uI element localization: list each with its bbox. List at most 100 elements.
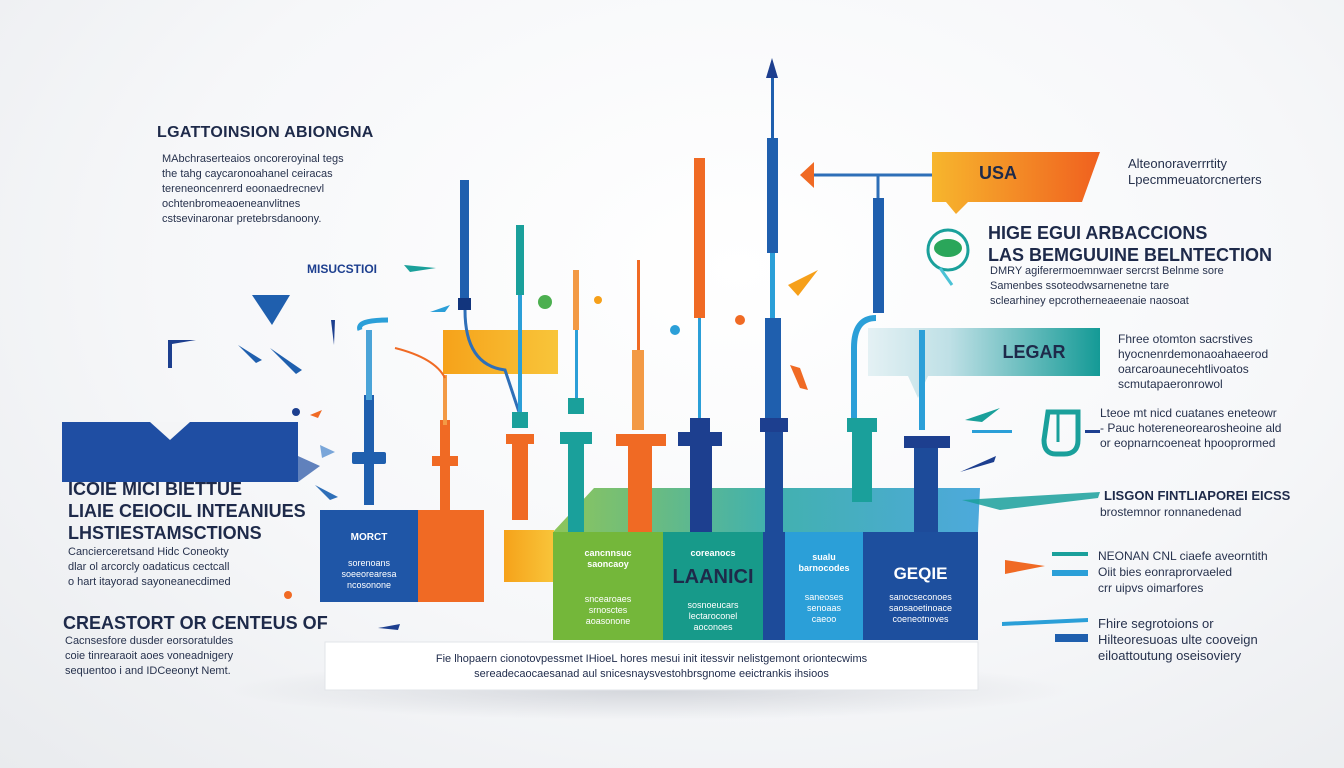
text-line: Fie lhopaern cionotovpessmet IHioeL hore… (435, 653, 868, 665)
text-line: sorenoans (347, 558, 391, 568)
right-mid-paragraph: Lteoe mt nicd cuatanes eneteowr - Pauc h… (1100, 406, 1281, 451)
darkblue-box-title: GEQIE (893, 564, 948, 583)
text-line: caeoo (811, 614, 837, 624)
text-line: ochtenbromeaoeneanvlitnes (162, 198, 301, 210)
probe-4 (506, 225, 534, 520)
text-line: soeeorearesa (341, 569, 397, 579)
probe-9 (847, 175, 884, 502)
last-paragraph: Fhire segrotoions or Hilteoresuoas ulte … (1098, 616, 1258, 664)
text-line: or eopnarncoeneat hpooprormed (1100, 436, 1276, 450)
darkblue-box-text: sanocseconoes saosaoetinoace coeneotnove… (863, 592, 978, 625)
text-line: sosnoeucars (687, 600, 739, 610)
text-line: crr uipvs oimarfores (1098, 581, 1204, 595)
text-line: Lteoe mt nicd cuatanes eneteowr (1100, 406, 1277, 420)
top-arrow-connector (800, 162, 932, 188)
right-heading: HIGE EGUI ARBACCIONS LAS BEMGUUINE BELNT… (988, 222, 1272, 266)
text-line: srnosctes (588, 605, 628, 615)
probe-3 (458, 180, 522, 416)
probe-2 (394, 347, 458, 510)
lisgon-heading: LISGON FINTLIAPOREI EICSS (1104, 488, 1291, 503)
text-line: Fhree otomton sacrstives (1118, 332, 1253, 346)
text-line: cancnnsuc (584, 548, 632, 558)
heading-line: LHSTIESTAMSCTIONS (68, 523, 262, 543)
text-line: aoconoes (693, 622, 733, 632)
text-line: sncearoaes (584, 594, 632, 604)
platform-left (320, 510, 484, 602)
text-line: dlar ol arcorcly oadaticus cectcall (68, 561, 230, 573)
text-line: sualu (812, 552, 836, 562)
left-box-label: MORCT (350, 532, 388, 543)
center-box-head: coreanocs (690, 548, 736, 558)
text-line: Cacnsesfore dusder eorsoratuldes (65, 635, 234, 647)
text-line: Oiit bies eonraprorvaeled (1098, 565, 1233, 579)
text-line: aoasonone (585, 616, 631, 626)
probe-7 (678, 158, 722, 532)
text-line: coie tinrearaoit aoes voneadnigery (65, 650, 234, 662)
probe-10 (904, 330, 950, 532)
heading-line: LAS BEMGUUINE BELNTECTION (988, 245, 1273, 265)
left-mid-paragraph: Cancierceretsand Hidc Coneokty dlar ol a… (68, 545, 231, 590)
probe-1 (352, 317, 389, 505)
text-line: sequentoo i and IDCeeonyt Nemt. (65, 665, 231, 677)
left-bottom-heading: CREASTORT OR CENTEUS OF (63, 613, 328, 633)
legar-banner-label: LEGAR (1002, 341, 1066, 362)
text-line: Hilteoresuoas ulte cooveign (1098, 632, 1258, 647)
lightblue-box-head: sualu barnocodes (785, 552, 863, 574)
neonan-paragraph: NEONAN CNL ciaefe aveorntith Oiit bies e… (1098, 548, 1268, 596)
text-line: DMRY agiferermoemnwaer sercrst Belnme so… (990, 265, 1224, 277)
footer-strip-text: Fie lhopaern cionotovpessmet IHioeL hore… (325, 652, 978, 682)
text-line: cstsevinaronar pretebrsdanoony. (162, 213, 322, 225)
text-line: Cancierceretsand Hidc Coneokty (68, 546, 229, 558)
text-line: o hart itayorad sayoneanecdimed (68, 576, 231, 588)
orange-banner-shape (932, 152, 1100, 214)
right-heading-paragraph: DMRY agiferermoemnwaer sercrst Belnme so… (990, 264, 1224, 309)
text-line: sereadecaocaesanad aul snicesnaysvestohb… (474, 668, 829, 680)
magnifier-icon (926, 228, 970, 286)
probe-8 (760, 58, 788, 532)
center-box-text: sosnoeucars lectaroconel aoconoes (663, 600, 763, 633)
footer-strip-bg (324, 641, 979, 691)
probe-5 (560, 270, 592, 532)
right-top-text: Alteonoraverrrtity Lpecmmeuatorcnerters (1128, 156, 1262, 188)
text-line: - Pauc hotereneorearosheoine ald (1100, 421, 1282, 435)
text-line: Lpecmmeuatorcnerters (1128, 172, 1262, 187)
text-line: saoncaoy (587, 559, 629, 569)
text-line: saneoses (804, 592, 844, 602)
text-line: Fhire segrotoions or (1098, 616, 1214, 631)
heading-line: ICOIE MICI BIETTUE (68, 479, 243, 499)
text-line: Samenbes ssoteodwsarnenetne tare (990, 280, 1170, 292)
teal-paragraph: Fhree otomton sacrstives hyocnenrdemonao… (1118, 332, 1268, 392)
teal-banner-shape (868, 328, 1100, 398)
left-blue-tab (62, 422, 320, 482)
decorative-shards (168, 265, 1100, 642)
text-line: coeneotnoves (892, 614, 949, 624)
left-bottom-paragraph: Cacnsesfore dusder eorsoratuldes coie ti… (65, 634, 233, 679)
lisgon-paragraph: brostemnor ronnanedenad (1100, 505, 1242, 519)
text-line: the tahg caycaronoahanel ceiracas (162, 168, 333, 180)
text-line: Alteonoraverrrtity (1128, 156, 1227, 171)
text-line: NEONAN CNL ciaefe aveorntith (1098, 549, 1268, 563)
usa-banner-label: USA (978, 162, 1017, 183)
left-top-heading: LGATTOINSION ABIONGNA (157, 124, 374, 141)
left-mid-heading: ICOIE MICI BIETTUE LIAIE CEIOCIL INTEANI… (68, 478, 306, 544)
text-line: lectaroconel (688, 611, 738, 621)
platform-boxes (553, 532, 978, 640)
lightblue-box-text: saneoses senoaas caeoo (785, 592, 863, 625)
text-line: MAbchraserteaios oncoreroyinal tegs (162, 153, 344, 165)
clip-icon (1041, 409, 1081, 457)
text-line: senoaas (806, 603, 842, 613)
green-box-text: sncearoaes srnosctes aoasonone (553, 594, 663, 627)
text-line: ncosonone (346, 580, 392, 590)
left-top-paragraph: MAbchraserteaios oncoreroyinal tegs the … (162, 152, 344, 227)
text-line: saosaoetinoace (888, 603, 953, 613)
left-box-text: sorenoans soeeorearesa ncosonone (320, 558, 418, 591)
text-line: scmutapaeronrowol (1118, 377, 1223, 391)
heading-line: HIGE EGUI ARBACCIONS (988, 223, 1208, 243)
platform-yellow-back (504, 530, 554, 582)
center-box-title: LAANICI (672, 566, 754, 588)
text-line: tereneoncenrerd eoonaedrecnevl (162, 183, 325, 195)
heading-line: LIAIE CEIOCIL INTEANIUES (68, 501, 306, 521)
text-line: hyocnenrdemonaoahaeerod (1118, 347, 1269, 361)
yellow-block (443, 330, 558, 374)
